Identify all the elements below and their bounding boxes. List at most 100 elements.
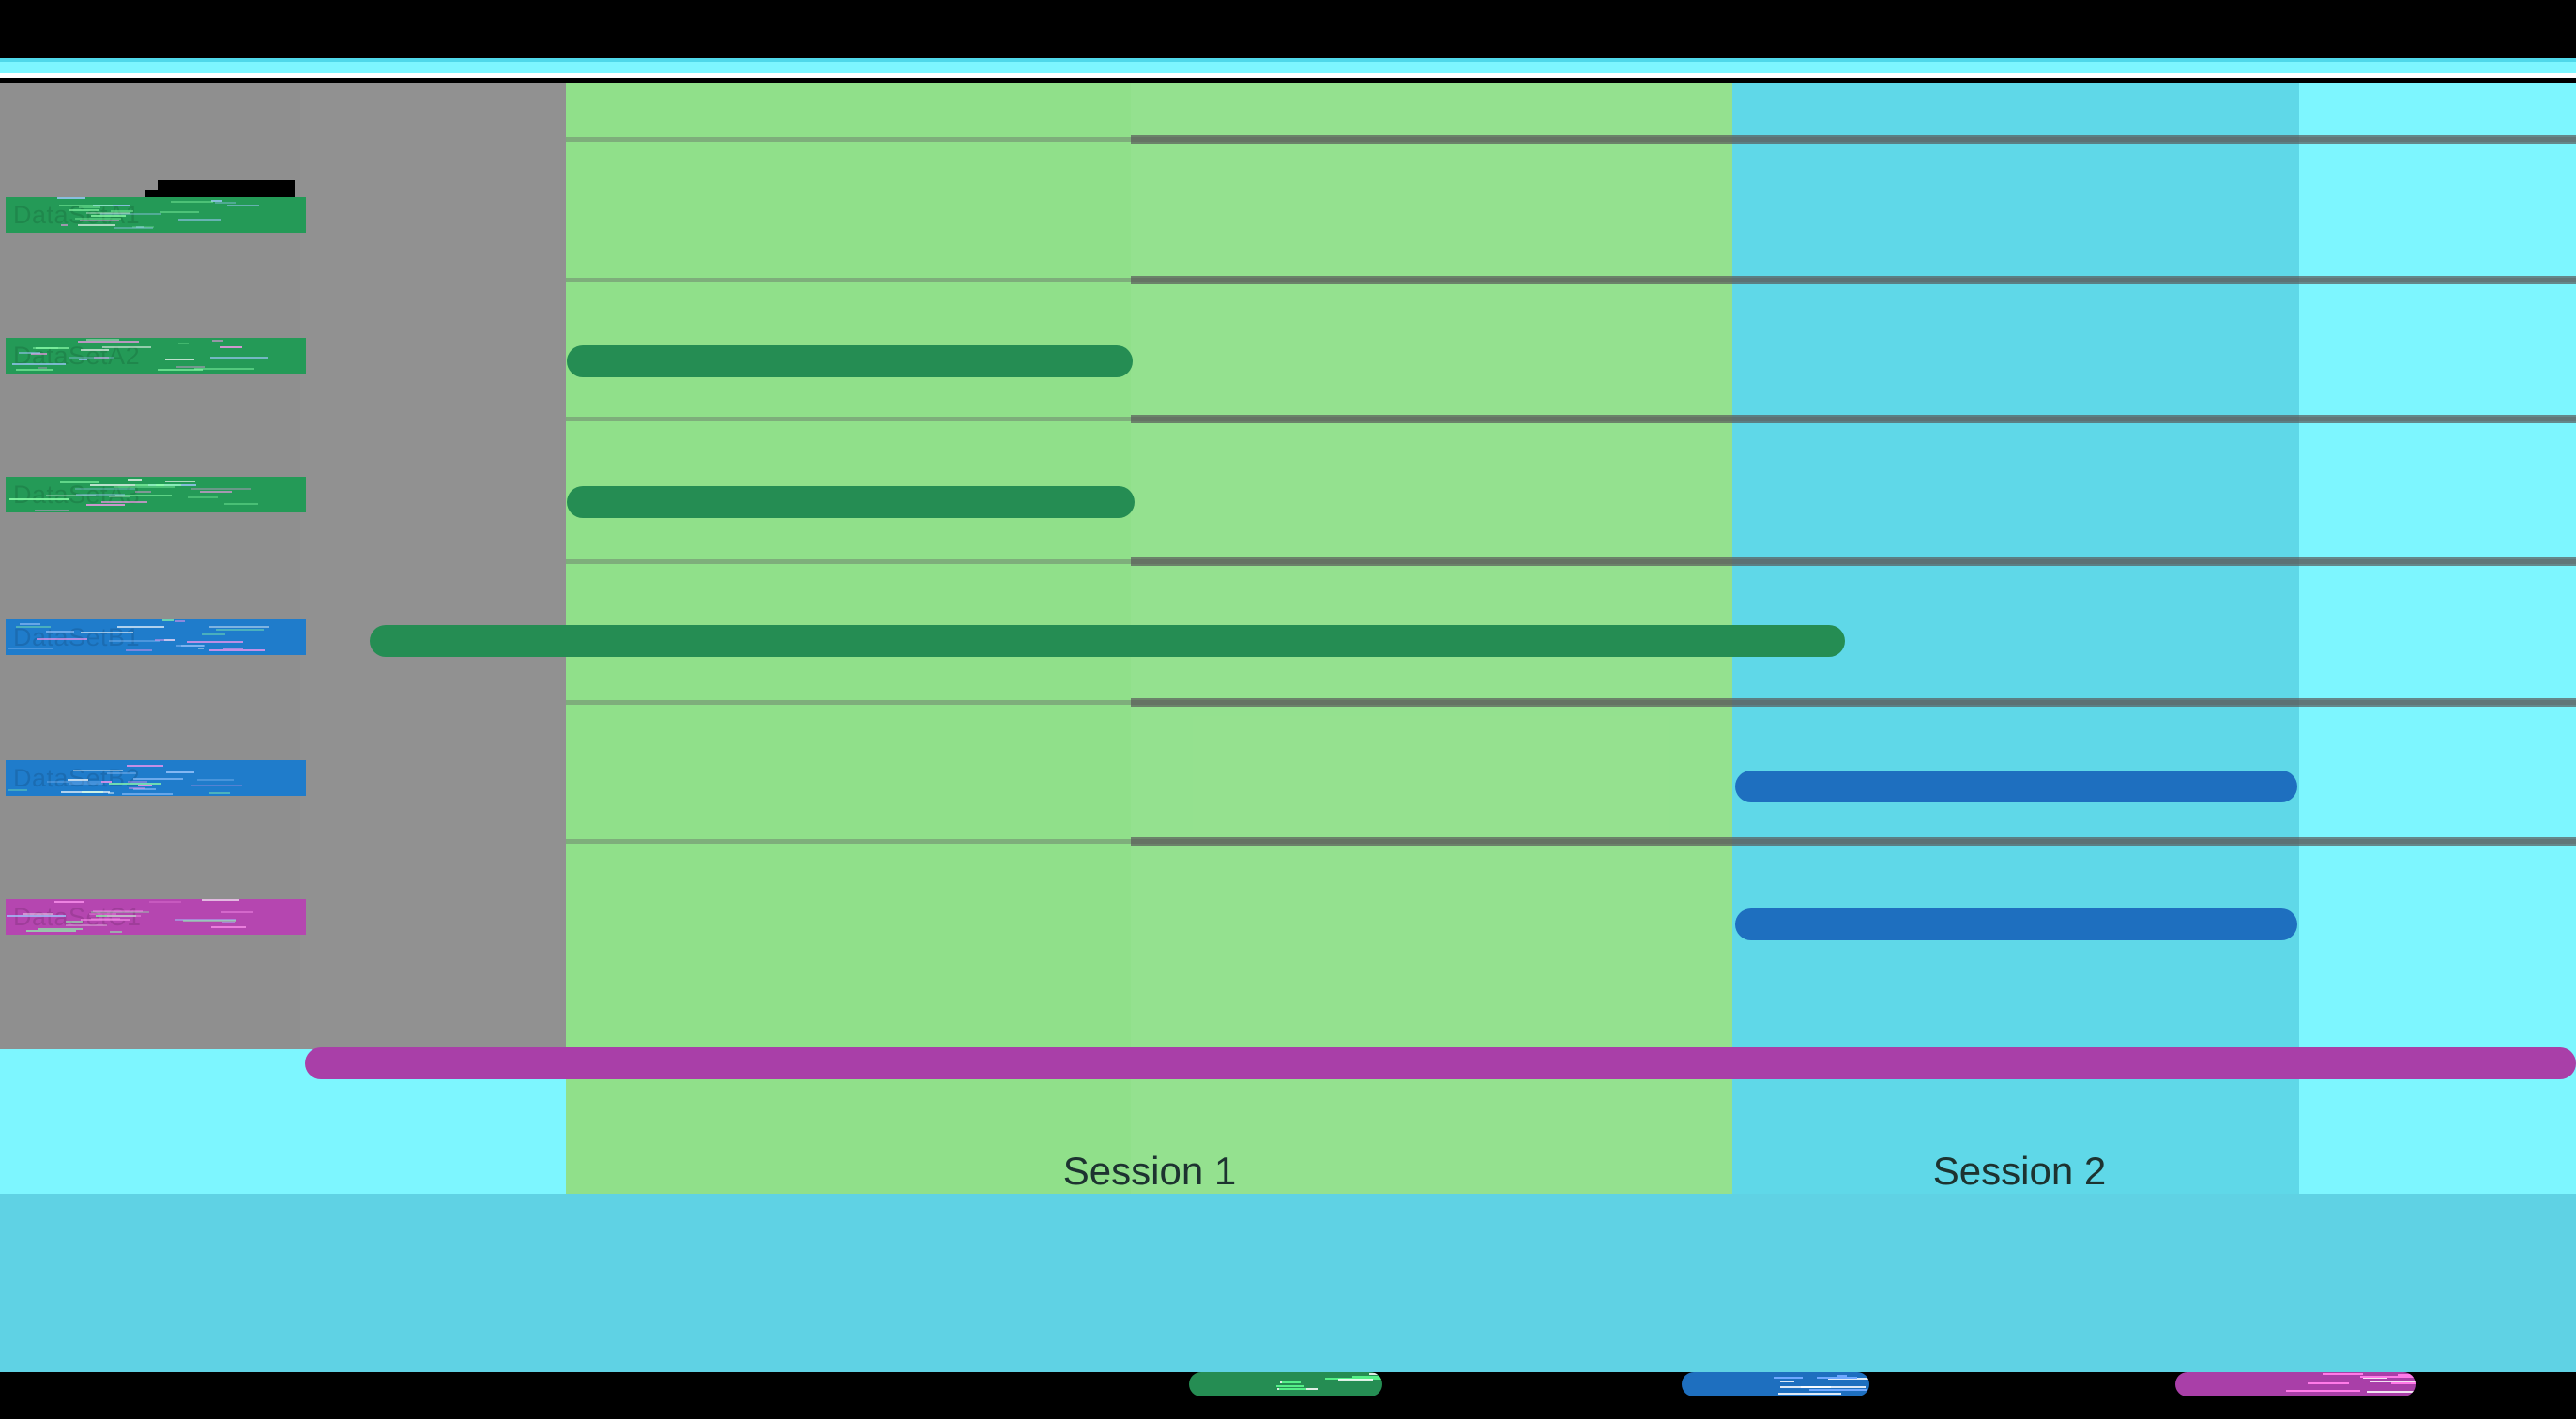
label-glitch-streak (211, 200, 222, 202)
label-glitch-streak (202, 633, 225, 635)
timeline-bar[interactable] (305, 1047, 2576, 1079)
legend-glitch-streak (2323, 1373, 2363, 1375)
category-label-text: DataSetB2 (13, 764, 141, 792)
label-glitch-streak (149, 901, 181, 903)
label-glitch-streak (128, 479, 142, 481)
session-band-2-label: Session 2 (1932, 1149, 2107, 1193)
label-glitch-streak (37, 638, 87, 640)
label-glitch-streak (221, 911, 253, 913)
timeline-bar[interactable] (370, 625, 1845, 657)
label-glitch-streak (162, 619, 174, 621)
category-label-text: DataSetB1 (13, 623, 141, 651)
label-glitch-streak (35, 510, 69, 511)
label-glitch-streak (107, 915, 141, 917)
label-glitch-streak (165, 359, 194, 360)
label-glitch-streak (117, 626, 164, 628)
label-glitch-streak (109, 783, 161, 785)
label-glitch-streak (100, 213, 161, 215)
label-glitch-streak (128, 781, 147, 783)
label-glitch-streak (101, 501, 147, 503)
timeline-bar[interactable] (1735, 908, 2297, 940)
label-glitch-streak (110, 931, 122, 933)
label-glitch-streak (108, 792, 114, 794)
label-glitch-streak (81, 919, 130, 921)
legend-glitch-streak (1369, 1373, 1379, 1375)
label-glitch-streak (89, 913, 116, 915)
label-glitch-streak (101, 781, 112, 783)
label-glitch-streak (216, 629, 264, 631)
category-axis-gutter (0, 83, 566, 1049)
label-glitch-streak (69, 357, 114, 359)
label-glitch-streak (114, 486, 175, 488)
timeline-bar[interactable] (1735, 771, 2297, 802)
label-glitch-streak (12, 363, 66, 365)
label-glitch-streak (109, 640, 160, 642)
label-glitch-streak (102, 346, 151, 348)
top-accent-strip-inner (0, 62, 2576, 73)
label-glitch-streak (183, 920, 236, 922)
label-glitch-streak (202, 899, 239, 901)
label-glitch-streak (227, 205, 259, 206)
label-glitch-streak (60, 481, 99, 483)
label-glitch-streak (164, 639, 175, 641)
category-label: DataSetA2 (6, 338, 306, 374)
label-glitch-streak (26, 930, 76, 932)
legend-swatch[interactable] (2175, 1372, 2416, 1396)
category-label: DataSetB2 (6, 760, 306, 796)
label-glitch-streak (86, 504, 125, 506)
label-glitch-streak (132, 226, 154, 228)
label-glitch-streak (181, 645, 204, 647)
label-glitch-streak (8, 648, 53, 649)
label-glitch-streak (209, 626, 269, 628)
legend-swatch[interactable] (1189, 1372, 1382, 1396)
timeline-bar[interactable] (567, 486, 1135, 518)
label-glitch-streak (61, 224, 68, 226)
legend-glitch-streak (1778, 1393, 1841, 1395)
label-glitch-streak (215, 202, 236, 204)
label-glitch-streak (158, 369, 203, 371)
category-label: DataSetA3 (6, 477, 306, 512)
label-glitch-streak (133, 788, 156, 790)
legend-glitch-streak (1837, 1375, 1847, 1377)
label-glitch-streak (38, 928, 83, 930)
label-glitch-streak (20, 623, 40, 625)
label-glitch-streak (69, 783, 103, 785)
label-glitch-streak (197, 779, 234, 781)
legend-glitch-streak (1809, 1389, 1867, 1391)
label-glitch-streak (191, 785, 242, 786)
legend-glitch-streak (2308, 1382, 2349, 1384)
label-glitch-streak (33, 347, 58, 349)
gridline-emphasis (1131, 135, 2576, 144)
label-glitch-streak (133, 778, 183, 780)
label-glitch-streak (109, 496, 130, 497)
label-glitch-streak (165, 481, 195, 482)
label-glitch-streak (200, 491, 232, 493)
legend-glitch-streak (1338, 1379, 1373, 1381)
label-glitch-streak (93, 910, 143, 912)
label-glitch-streak (69, 209, 99, 211)
label-glitch-streak (19, 352, 40, 354)
label-glitch-streak (73, 770, 123, 771)
label-glitch-streak (122, 793, 173, 795)
legend-glitch-streak (2391, 1382, 2416, 1384)
label-glitch-streak (75, 218, 121, 220)
label-glitch-streak (224, 503, 258, 505)
legend-glitch-streak (1828, 1378, 1869, 1380)
label-glitch-streak (94, 357, 109, 359)
label-glitch-streak (93, 205, 130, 206)
label-glitch-streak (66, 921, 83, 923)
legend-glitch-streak (1352, 1376, 1382, 1378)
legend-glitch-streak (1279, 1388, 1306, 1390)
legend-swatch[interactable] (1682, 1372, 1869, 1396)
label-glitch-streak (86, 339, 119, 341)
legend-glitch-streak (2286, 1390, 2360, 1392)
timeline-bar[interactable] (567, 345, 1133, 377)
legend-glitch-streak (2370, 1381, 2416, 1382)
label-glitch-streak (156, 484, 164, 486)
label-glitch-streak (91, 215, 126, 217)
label-glitch-streak (8, 789, 27, 791)
label-glitch-streak (111, 210, 133, 212)
label-glitch-streak (66, 924, 107, 926)
gridline-emphasis (1131, 276, 2576, 284)
